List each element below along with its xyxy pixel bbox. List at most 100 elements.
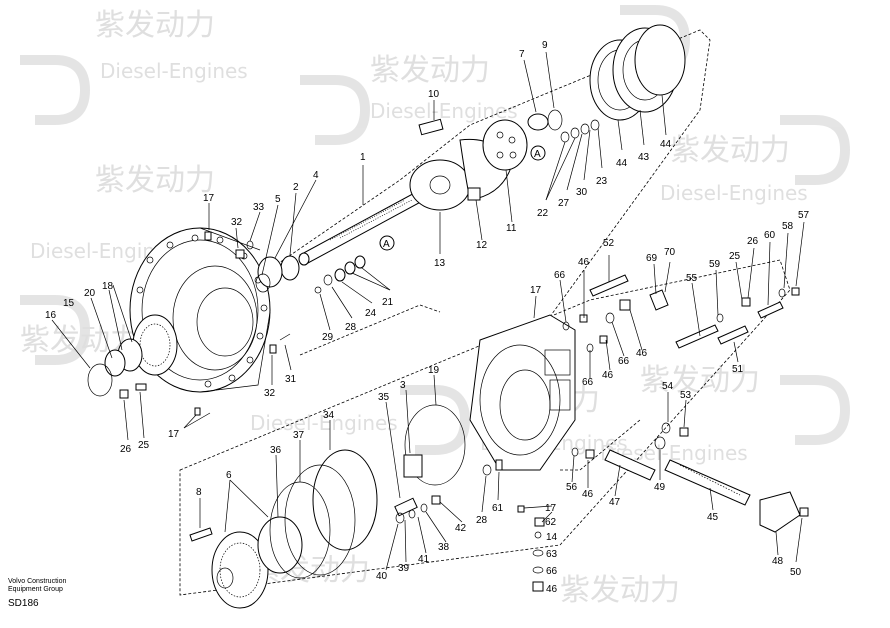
callout-label: 66 — [554, 270, 566, 281]
dowel-31 — [279, 333, 291, 341]
bearing-ring-2 — [280, 255, 300, 281]
watermark-brand-cn: 紫发动力 — [640, 363, 760, 398]
callout-label: 7 — [519, 49, 525, 60]
footer-company: Volvo Construction — [8, 578, 67, 585]
callout-label: 60 — [764, 230, 776, 241]
plug-57 — [791, 287, 800, 296]
callout-label: 18 — [102, 281, 114, 292]
callout-label: 46 — [546, 584, 558, 595]
plug-53 — [679, 427, 689, 437]
callout-label: 59 — [709, 259, 721, 270]
plug-32b — [269, 344, 277, 354]
swash-plate — [409, 159, 471, 211]
callout-label: 6 — [226, 470, 232, 481]
watermark-brand-cn: 紫发动力 — [370, 53, 490, 88]
o-ring-58 — [778, 288, 786, 298]
footer-caption: Volvo Construction Equipment Group SD186 — [8, 578, 66, 609]
callout-label: 20 — [84, 288, 96, 299]
callout-label: 32 — [264, 388, 276, 399]
watermark-brand-cn: 紫发动力 — [95, 8, 215, 43]
callout-label: 57 — [798, 210, 810, 221]
callout-label: 11 — [506, 223, 517, 234]
o-ring-28b — [482, 464, 492, 476]
callout-label: 17 — [530, 285, 542, 296]
callout-label: 54 — [662, 381, 674, 392]
callout-label: 62 — [545, 517, 557, 528]
bolt-52 — [589, 274, 629, 297]
callout-label: 5 — [275, 194, 281, 205]
pin-55 — [675, 324, 719, 349]
watermark-brand-cn: 紫发动力 — [560, 573, 680, 608]
bolt-50 — [799, 507, 809, 517]
callout-label: 66 — [618, 356, 630, 367]
callout-label: 1 — [360, 152, 366, 163]
callout-label: 12 — [476, 240, 488, 251]
callout-label: 46 — [636, 348, 648, 359]
bearing-7 — [527, 113, 549, 131]
shaft-small-parts — [314, 255, 366, 294]
watermark-brand-en: Diesel-Engines — [100, 59, 248, 83]
callout-label: 2 — [293, 182, 299, 193]
o-ring-19 — [404, 404, 466, 486]
callout-label: 45 — [707, 512, 719, 523]
leader-lines — [51, 51, 805, 571]
callout-label: 35 — [378, 392, 390, 403]
callout-label: 15 — [63, 298, 75, 309]
snap-ring-5 — [255, 273, 271, 293]
callout-label: 4 — [313, 170, 319, 181]
callout-label: 23 — [596, 176, 608, 187]
pin-60 — [757, 301, 784, 319]
callout-label: 32 — [231, 217, 243, 228]
callout-label: 66 — [582, 377, 594, 388]
callout-label: 21 — [382, 297, 394, 308]
seal-ring — [104, 349, 126, 377]
callout-label: 36 — [270, 445, 282, 456]
callout-label: 46 — [582, 489, 594, 500]
callout-label: 16 — [45, 310, 57, 321]
callout-labels: 1 2 4 5 33 17 32 13 12 11 10 7 9 22 27 3… — [45, 40, 810, 595]
reference-marker-a — [379, 235, 395, 251]
spring-61 — [495, 459, 503, 471]
callout-label: 8 — [196, 487, 202, 498]
callout-label: 29 — [322, 332, 334, 343]
small-seals-cluster — [560, 119, 600, 143]
callout-label: 31 — [285, 374, 297, 385]
o-ring-59 — [716, 313, 724, 323]
callout-label: 17 — [545, 503, 557, 514]
callout-label: 33 — [253, 202, 265, 213]
callout-label: 9 — [542, 40, 548, 51]
reference-label-a: A — [383, 239, 390, 250]
callout-label: 53 — [680, 390, 692, 401]
plug-17b — [194, 407, 201, 416]
callout-label: 38 — [438, 542, 450, 553]
callout-label: 66 — [546, 566, 558, 577]
callout-label: 37 — [293, 430, 305, 441]
o-ring-33 — [246, 240, 254, 250]
pin-10 — [418, 118, 444, 136]
callout-label: 13 — [434, 258, 446, 269]
o-ring-54 — [661, 422, 671, 434]
callout-label: 28 — [345, 322, 357, 333]
nut-25 — [741, 297, 751, 307]
plug-51 — [717, 325, 749, 345]
reference-marker-a — [530, 145, 546, 161]
planetary-carrier — [211, 531, 269, 609]
callout-label: 46 — [578, 257, 590, 268]
callout-label: 40 — [376, 571, 388, 582]
plate-69 — [649, 289, 669, 311]
watermark-brand-en: Diesel-Engines — [660, 181, 808, 205]
callout-label: 51 — [732, 364, 744, 375]
check-valve-parts — [395, 495, 441, 524]
o-ring-36 — [284, 464, 356, 576]
spool-valve — [664, 459, 751, 506]
callout-label: 46 — [602, 370, 614, 381]
valve-body-housing — [469, 314, 576, 471]
watermark-brand-cn: 紫发动力 — [670, 133, 790, 168]
callout-label: 17 — [203, 193, 215, 204]
spring-35 — [394, 497, 418, 517]
callout-label: 25 — [138, 440, 150, 451]
drain-plug-stack — [517, 505, 545, 592]
callout-label: 52 — [603, 238, 615, 249]
spacer-ring-4 — [257, 256, 283, 288]
